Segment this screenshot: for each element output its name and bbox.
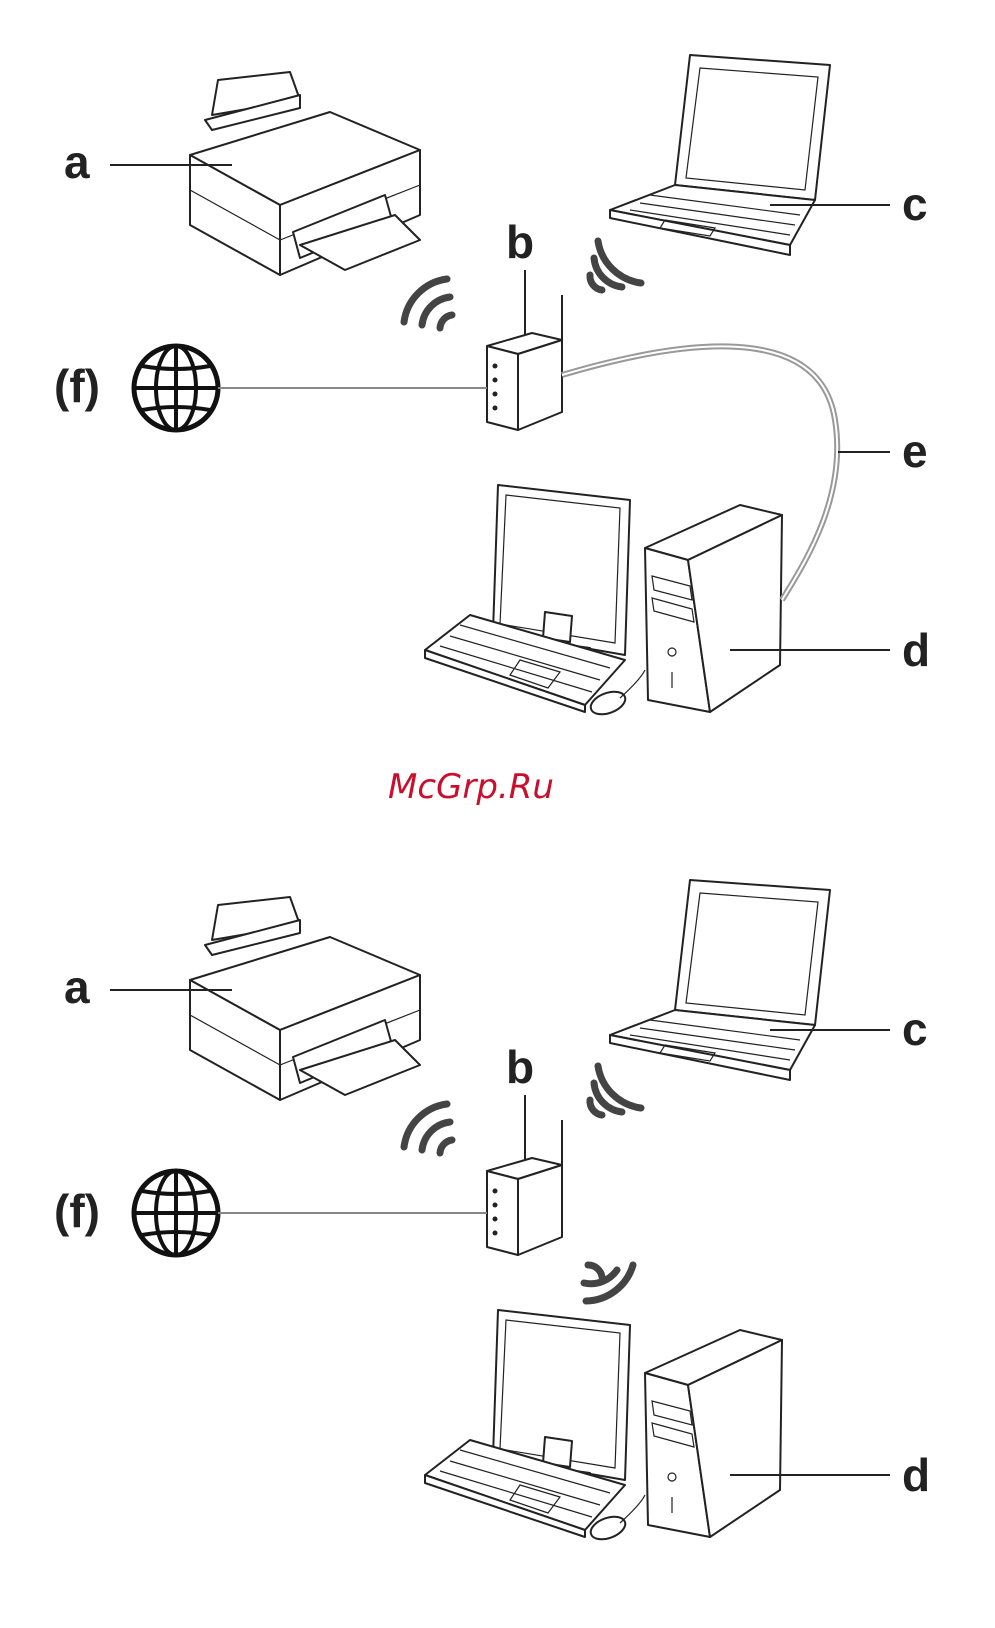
diagram-1: a b c e d (f) [54,55,930,719]
access-point-icon [487,270,562,430]
wifi-waves-icon [584,1265,633,1301]
laptop-icon [610,880,830,1080]
desktop-computer-icon [425,1310,782,1544]
label-e: e [902,425,928,477]
wifi-waves-icon [590,1066,641,1115]
label-c: c [902,1003,928,1055]
globe-icon [134,346,218,430]
printer-icon [190,72,420,275]
label-c: c [902,178,928,230]
label-b: b [506,216,534,268]
wifi-waves-icon [404,279,452,328]
desktop-computer-icon [425,485,782,719]
label-a: a [64,961,90,1013]
label-f: (f) [54,360,100,412]
label-b: b [506,1041,534,1093]
globe-icon [134,1171,218,1255]
label-d: d [902,624,930,676]
label-f: (f) [54,1185,100,1237]
wifi-waves-icon [590,241,641,290]
laptop-icon [610,55,830,255]
diagram-2: a b c d (f) [54,880,930,1544]
watermark: McGrp.Ru [388,767,554,807]
label-d: d [902,1449,930,1501]
printer-icon [190,897,420,1100]
wifi-waves-icon [404,1104,452,1153]
label-a: a [64,136,90,188]
access-point-icon [487,1095,562,1255]
